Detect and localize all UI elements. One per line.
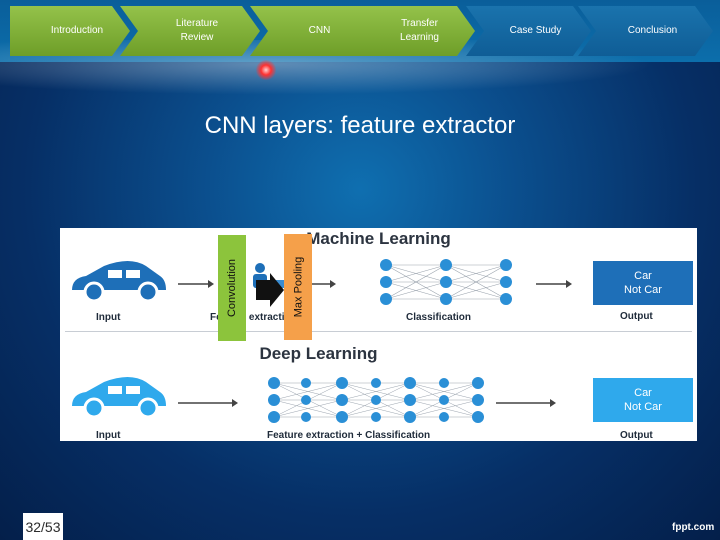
ml-classification-label: Classification: [406, 312, 472, 323]
nav-cnn[interactable]: CNN: [250, 6, 375, 56]
dl-network-nodes: [268, 377, 484, 423]
ml-arrow-3-head: [566, 280, 572, 288]
ml-output-box: Car Not Car: [593, 261, 693, 305]
red-light-flare: [256, 60, 276, 80]
dl-output-car: Car: [634, 387, 652, 399]
nav-cnn-label: CNN: [308, 25, 331, 36]
ml-output-not-car: Not Car: [624, 284, 662, 296]
ml-arrow-2-head: [330, 280, 336, 288]
dl-feature-label: Feature extraction + Classification: [267, 430, 431, 441]
ml-output-car: Car: [634, 270, 652, 282]
section-divider: [65, 331, 692, 332]
ml-diagram: [72, 259, 572, 423]
ml-car-icon: [72, 261, 166, 303]
slide-title: CNN layers: feature extractor: [204, 112, 516, 139]
nav-literature-review[interactable]: Literature Review: [120, 6, 260, 56]
nav-transfer-learning[interactable]: Transfer Learning: [350, 6, 475, 56]
slide-number: 32/53: [23, 513, 63, 540]
ml-vs-dl-figure: Machine Learning: [60, 228, 697, 441]
black-arrow-icon: [256, 273, 284, 307]
ml-input-label: Input: [96, 312, 121, 323]
dl-output-label: Output: [620, 430, 653, 441]
ml-output-label: Output: [620, 311, 653, 322]
convolution-text: Convolution: [226, 258, 238, 318]
nav-literature-review-label: Literature Review: [175, 18, 219, 43]
nav-conclusion[interactable]: Conclusion: [578, 6, 713, 56]
dl-output-not-car: Not Car: [624, 401, 662, 413]
ml-feature-label: Feature extraction: [210, 312, 297, 323]
nav-introduction-label: Introduction: [50, 25, 104, 36]
dl-car-icon: [72, 377, 166, 419]
ml-section-title: Machine Learning: [306, 229, 451, 248]
nav-case-study-label: Case Study: [509, 25, 562, 36]
dl-section-title: Deep Learning: [259, 344, 378, 363]
dl-output-box: Car Not Car: [593, 378, 693, 422]
dl-arrow-1-head: [232, 399, 238, 407]
nav-conclusion-label: Conclusion: [627, 25, 678, 36]
convolution-overlay-label: Convolution: [218, 235, 246, 341]
nav-introduction[interactable]: Introduction: [10, 6, 130, 56]
ml-classification-network: [385, 264, 507, 300]
dl-arrow-2-head: [550, 399, 556, 407]
nav-case-study[interactable]: Case Study: [466, 6, 591, 56]
ml-classification-nodes: [380, 259, 512, 305]
max-pooling-text: Max Pooling: [292, 256, 305, 318]
max-pooling-overlay-label: Max Pooling: [284, 234, 312, 340]
dl-input-label: Input: [96, 430, 121, 441]
ml-arrow-1-head: [208, 280, 214, 288]
nav-transfer-learning-label: Transfer Learning: [400, 18, 439, 43]
brand-watermark: fppt.com: [672, 522, 715, 533]
